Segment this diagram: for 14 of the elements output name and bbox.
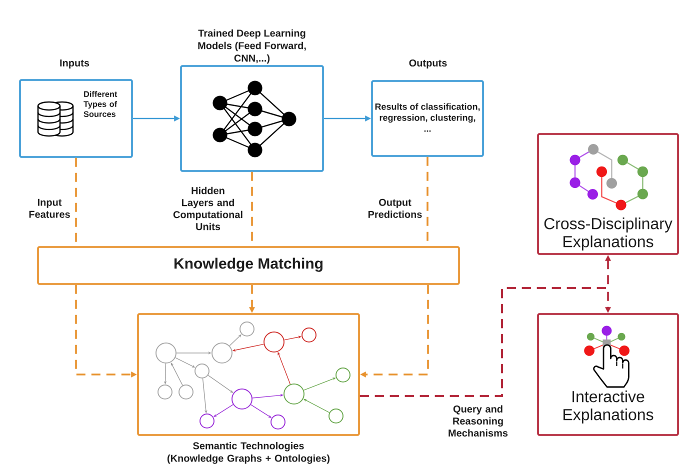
output-box: Results of classification, regression, clustering, ... (371, 80, 484, 157)
box-heading: Trained Deep Learning Models (Feed Forward, CNN,...) (198, 29, 306, 64)
edge-label: Query and Reasoning Mechanisms (448, 405, 508, 437)
box-heading: Inputs (60, 60, 90, 68)
dashed-arrow (360, 287, 611, 397)
edge-label: Hidden Layers and Computational Units (173, 186, 242, 230)
explanation-box: Cross-Disciplinary Explanations (537, 133, 679, 255)
box-heading: Outputs (409, 59, 447, 69)
edge-label: Input Features (29, 198, 70, 218)
edge-label: Output Predictions (368, 198, 422, 218)
explanation-box: Interactive Explanations (537, 313, 679, 436)
input-box: Different Types of Sources (19, 79, 133, 158)
process-box: Knowledge Matching (37, 246, 460, 285)
box-caption: Semantic Technologies (Knowledge Graphs + Ontologies) (167, 442, 330, 464)
